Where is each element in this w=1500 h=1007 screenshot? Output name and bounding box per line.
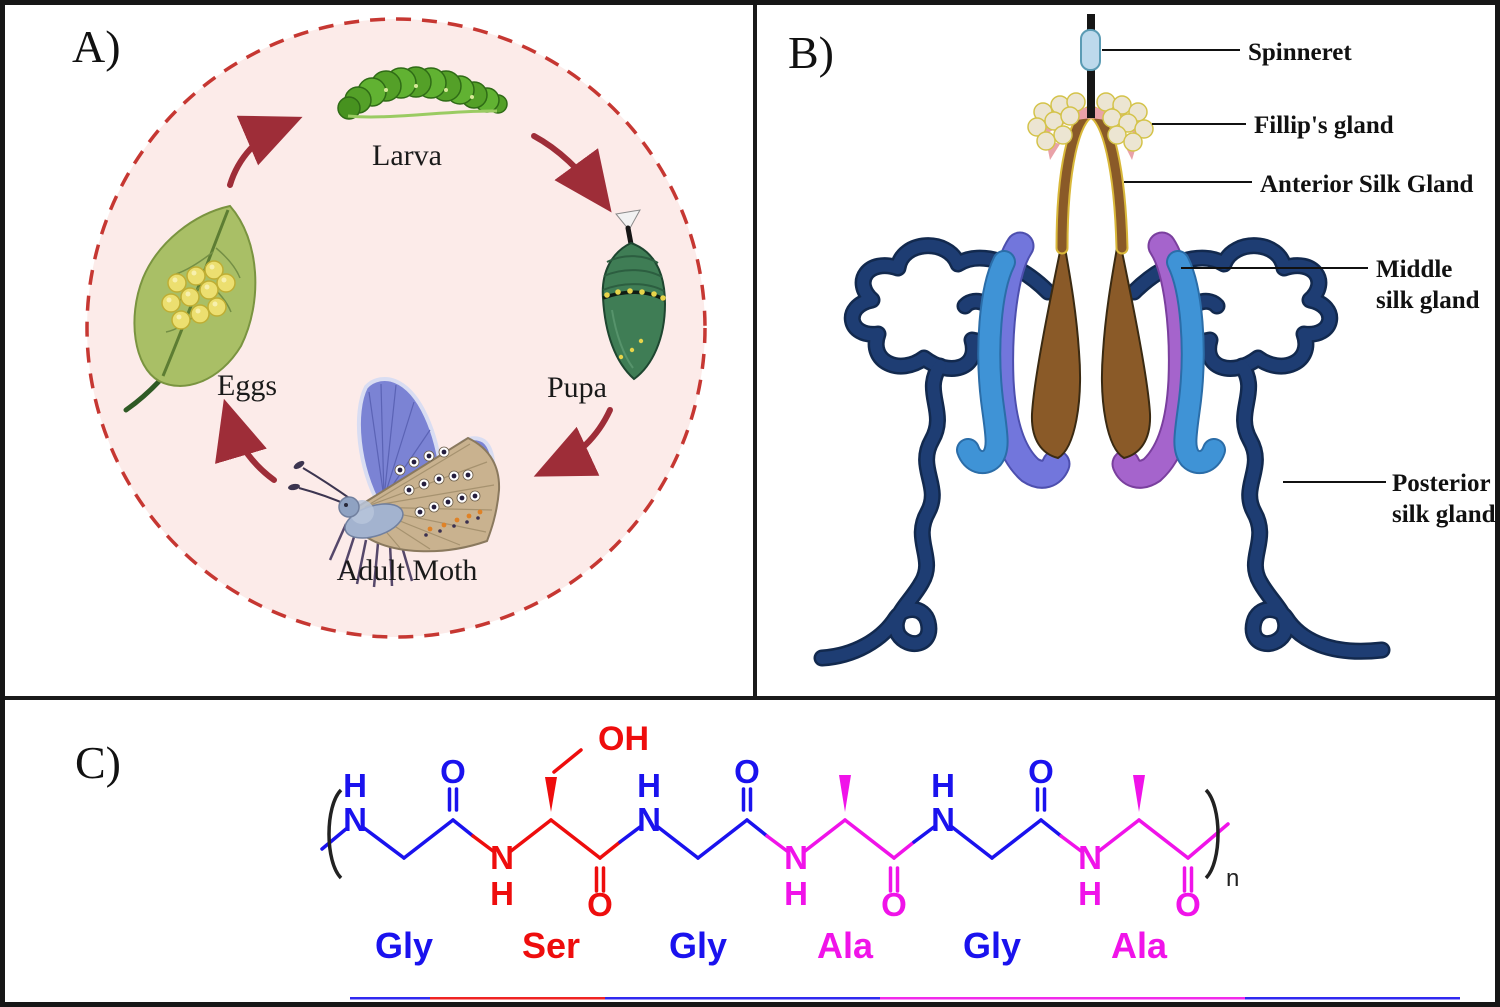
residue-labels: Gly Ser Gly Ala Gly Ala — [375, 925, 1168, 966]
n-atom: N — [784, 839, 808, 876]
h-atom: H — [931, 767, 955, 804]
spinneret-label: Spinneret — [1248, 39, 1352, 66]
h-atom: H — [490, 875, 514, 912]
arrow-larva-to-pupa — [531, 133, 612, 213]
panel-c-letter: C) — [75, 737, 121, 788]
panel-a-letter: A) — [72, 21, 121, 72]
repeat-subscript-n: n — [1226, 865, 1239, 892]
panel-b-silk-gland: B) — [757, 5, 1495, 700]
h-atom: H — [637, 767, 661, 804]
side-chains — [545, 748, 1145, 812]
anterior-silk-gland-label: Anterior Silk Gland — [1260, 171, 1474, 198]
panel-a-life-cycle: A) — [5, 5, 757, 700]
arrow-adult-to-eggs — [215, 398, 277, 483]
pupa-label: Pupa — [547, 371, 607, 404]
pupa-illustration — [601, 209, 667, 381]
posterior-silk-gland-label-line2: silk gland — [1392, 501, 1495, 528]
fillips-gland-label: Fillip's gland — [1254, 112, 1394, 139]
arrow-pupa-to-adult — [533, 407, 613, 477]
eyespots — [394, 446, 483, 537]
cropped-bottom-row — [350, 997, 1460, 1000]
o-atom: O — [734, 753, 760, 790]
n-atom: N — [637, 801, 661, 838]
caterpillar-illustration — [337, 66, 508, 120]
middle-gland-right — [1111, 231, 1226, 489]
middle-gland-left — [956, 231, 1071, 489]
leaf-with-eggs-illustration — [123, 204, 257, 413]
panel-b-letter: B) — [788, 27, 834, 78]
adult-moth-illustration — [288, 377, 501, 588]
o-atom: O — [881, 886, 907, 923]
n-atom: N — [343, 801, 367, 838]
right-bracket — [1204, 788, 1220, 880]
o-atom: O — [440, 753, 466, 790]
o-atom: O — [587, 886, 613, 923]
left-bracket — [327, 788, 343, 880]
egg-cluster — [161, 260, 236, 330]
residue-label-ala-1: Ala — [817, 925, 874, 966]
o-atom: O — [1175, 886, 1201, 923]
posterior-silk-gland-label-line1: Posterior — [1392, 470, 1491, 497]
larva-label: Larva — [372, 139, 442, 172]
o-atom: O — [1028, 753, 1054, 790]
arrow-eggs-to-larva — [227, 115, 303, 188]
spinneret-illustration — [1080, 14, 1101, 118]
n-atom: N — [1078, 839, 1102, 876]
fillips-gland-illustration — [1027, 92, 1154, 160]
residue-label-gly-3: Gly — [963, 925, 1021, 966]
ala1-methyl-wedge — [839, 775, 851, 812]
oh-group: OH — [598, 720, 649, 758]
adult-moth-label: Adult Moth — [337, 554, 478, 587]
h-atom: H — [343, 767, 367, 804]
h-atom: H — [1078, 875, 1102, 912]
anterior-gland-body — [1030, 241, 1152, 460]
eggs-label: Eggs — [217, 369, 277, 402]
cycle-arrows — [215, 115, 613, 483]
life-cycle-circle — [85, 17, 707, 639]
peptide-backbone — [320, 818, 1230, 860]
n-atom: N — [490, 839, 514, 876]
middle-silk-gland-label-line2: silk gland — [1376, 287, 1480, 314]
h-atom: H — [784, 875, 808, 912]
panel-c-peptide-structure: C) — [5, 700, 1495, 1002]
carbonyl-bonds — [447, 787, 1194, 893]
residue-label-gly-2: Gly — [669, 925, 727, 966]
middle-silk-gland-label-line1: Middle — [1376, 256, 1452, 283]
n-atom: N — [931, 801, 955, 838]
ser-wedge-bond — [545, 777, 557, 812]
panel-b-callouts: Spinneret Fillip's gland Anterior Silk G… — [1102, 39, 1495, 528]
residue-label-ala-2: Ala — [1111, 925, 1168, 966]
repeat-brackets — [327, 788, 1220, 880]
atom-letters: H N O N H O OH H N O N H O H N O N H O — [343, 720, 1201, 923]
residue-label-gly-1: Gly — [375, 925, 433, 966]
ala2-methyl-wedge — [1133, 775, 1145, 812]
residue-label-ser: Ser — [522, 925, 580, 966]
